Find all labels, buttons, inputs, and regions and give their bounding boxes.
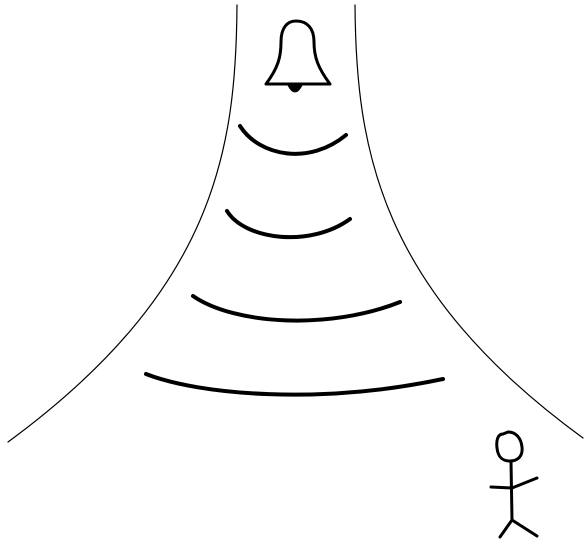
bell-body — [266, 21, 330, 84]
horn-right-boundary — [355, 5, 583, 438]
sound-waves — [146, 126, 443, 395]
sound-wave-4 — [146, 374, 443, 395]
horn-left-boundary — [8, 5, 237, 442]
sound-wave-2 — [227, 211, 350, 237]
stick-figure-icon — [491, 432, 537, 537]
person-body — [511, 461, 512, 520]
person-leg-left — [500, 520, 512, 537]
person-arm-right — [512, 478, 537, 488]
person-leg-right — [512, 520, 537, 536]
bell-clapper — [289, 86, 301, 92]
person-arm-left — [491, 487, 512, 488]
sound-wave-3 — [193, 296, 400, 321]
bell-icon — [266, 21, 330, 92]
person-head — [497, 432, 522, 461]
sound-wave-1 — [240, 126, 346, 154]
